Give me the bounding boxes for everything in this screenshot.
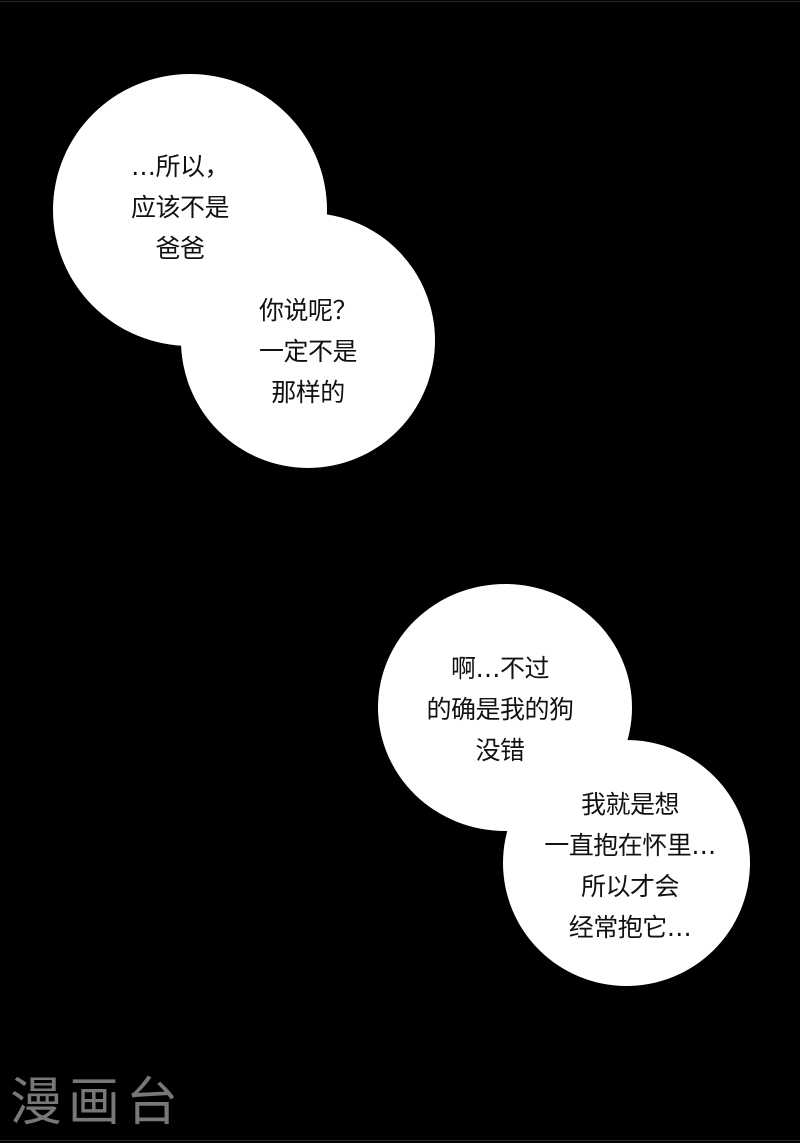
speech-line: 所以才会 bbox=[580, 872, 680, 901]
speech-text-2: 你说呢？ 一定不是 那样的 bbox=[228, 290, 388, 413]
speech-line: 的确是我的狗 bbox=[426, 695, 574, 724]
top-border-line bbox=[0, 1, 800, 2]
speech-line: 啊…不过 bbox=[450, 654, 550, 683]
speech-line: 经常抱它… bbox=[568, 913, 692, 942]
speech-text-3: 啊…不过 的确是我的狗 没错 bbox=[410, 648, 590, 771]
speech-line: …所以， bbox=[130, 152, 230, 181]
speech-line: 应该不是 bbox=[130, 193, 230, 222]
speech-line: 没错 bbox=[475, 736, 525, 765]
watermark-logo: 漫画台 bbox=[10, 1073, 185, 1133]
speech-bubble-2 bbox=[181, 213, 435, 468]
speech-text-4: 我就是想 一直抱在怀里… 所以才会 经常抱它… bbox=[530, 784, 730, 948]
speech-line: 一直抱在怀里… bbox=[544, 831, 716, 860]
speech-line: 我就是想 bbox=[580, 790, 680, 819]
speech-line: 那样的 bbox=[271, 378, 345, 407]
speech-bubble-4 bbox=[503, 740, 750, 986]
bottom-border-line bbox=[0, 1140, 800, 1141]
speech-line: 爸爸 bbox=[155, 234, 205, 263]
speech-line: 你说呢？ bbox=[258, 296, 358, 325]
speech-line: 一定不是 bbox=[258, 337, 358, 366]
speech-text-1: …所以， 应该不是 爸爸 bbox=[100, 146, 260, 269]
